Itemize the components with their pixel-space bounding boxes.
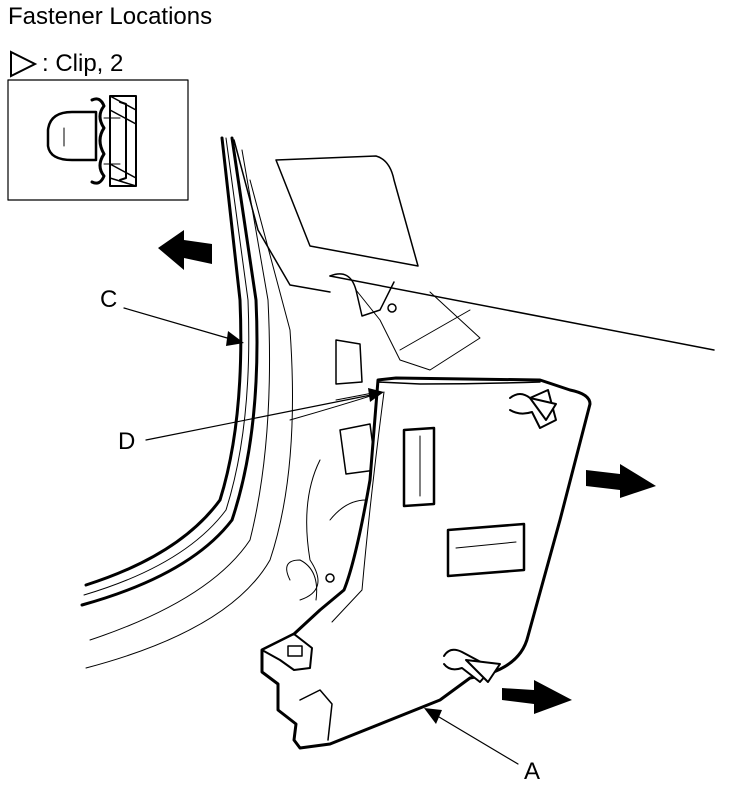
clip-triangle-icon <box>10 50 38 78</box>
callout-c-label: C <box>100 286 118 313</box>
quarter-window <box>233 139 715 351</box>
clip-marker-upper <box>529 397 557 421</box>
removal-arrow-pillar <box>158 230 212 270</box>
callout-a-label: A <box>524 758 541 785</box>
pillar-trim-c <box>80 136 293 669</box>
clip-legend: : Clip, 2 <box>8 48 123 80</box>
removal-arrow-panel-mid <box>586 464 656 498</box>
clip-legend-text: : Clip, 2 <box>42 50 124 77</box>
diagram-title: Fastener Locations <box>8 3 213 30</box>
rear-trim-panel-a <box>260 376 592 750</box>
removal-arrow-panel-low <box>502 680 572 714</box>
callout-d-label: D <box>118 428 136 455</box>
leader-arrowheads <box>226 331 442 724</box>
clip-marker-lower <box>465 659 501 683</box>
clip-detail-inset <box>7 79 189 201</box>
leader-lines <box>123 307 519 765</box>
